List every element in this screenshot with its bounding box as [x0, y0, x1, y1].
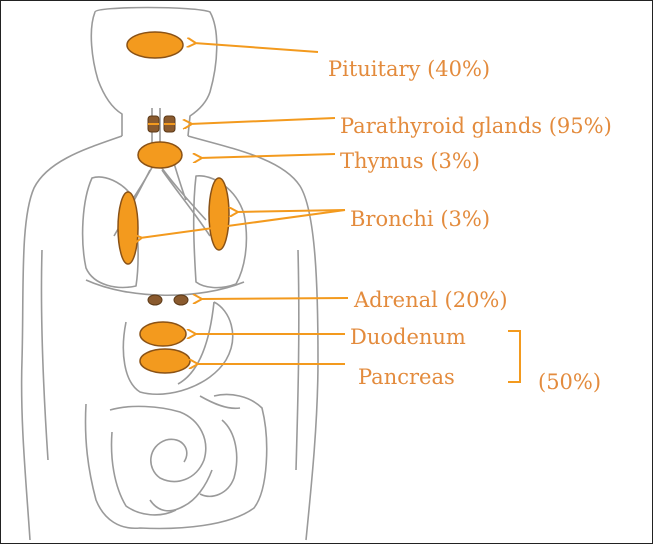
- duodenum-label: Duodenum: [350, 325, 466, 349]
- right-adrenal-organ: [174, 295, 188, 305]
- pituitary-label: Pituitary (40%): [328, 57, 490, 81]
- left-adrenal-organ: [148, 295, 162, 305]
- pancreas-organ: [140, 349, 190, 373]
- thymus-organ: [138, 142, 182, 168]
- pituitary-organ: [127, 32, 183, 58]
- duodenum-organ: [140, 322, 186, 346]
- bronchi-arrow-left: [140, 210, 345, 238]
- bronchi-label: Bronchi (3%): [350, 207, 490, 231]
- thymus-arrow: [200, 154, 335, 158]
- human-body-outline-icon: [22, 8, 318, 541]
- duo-pan-bracket: [508, 331, 520, 382]
- parathyroid-label: Parathyroid glands (95%): [340, 114, 612, 138]
- pituitary-arrow: [194, 43, 318, 52]
- parathyroid-arrow: [190, 118, 335, 124]
- adrenal-arrow: [200, 298, 348, 299]
- pancreas-label: Pancreas: [358, 365, 455, 389]
- duo-pan-group-label: (50%): [538, 370, 601, 394]
- thymus-label: Thymus (3%): [340, 149, 480, 173]
- adrenal-label: Adrenal (20%): [353, 288, 508, 312]
- left-bronchi-organ: [118, 192, 138, 264]
- parathyroid-organ: [148, 116, 175, 132]
- right-bronchi-organ: [209, 178, 229, 250]
